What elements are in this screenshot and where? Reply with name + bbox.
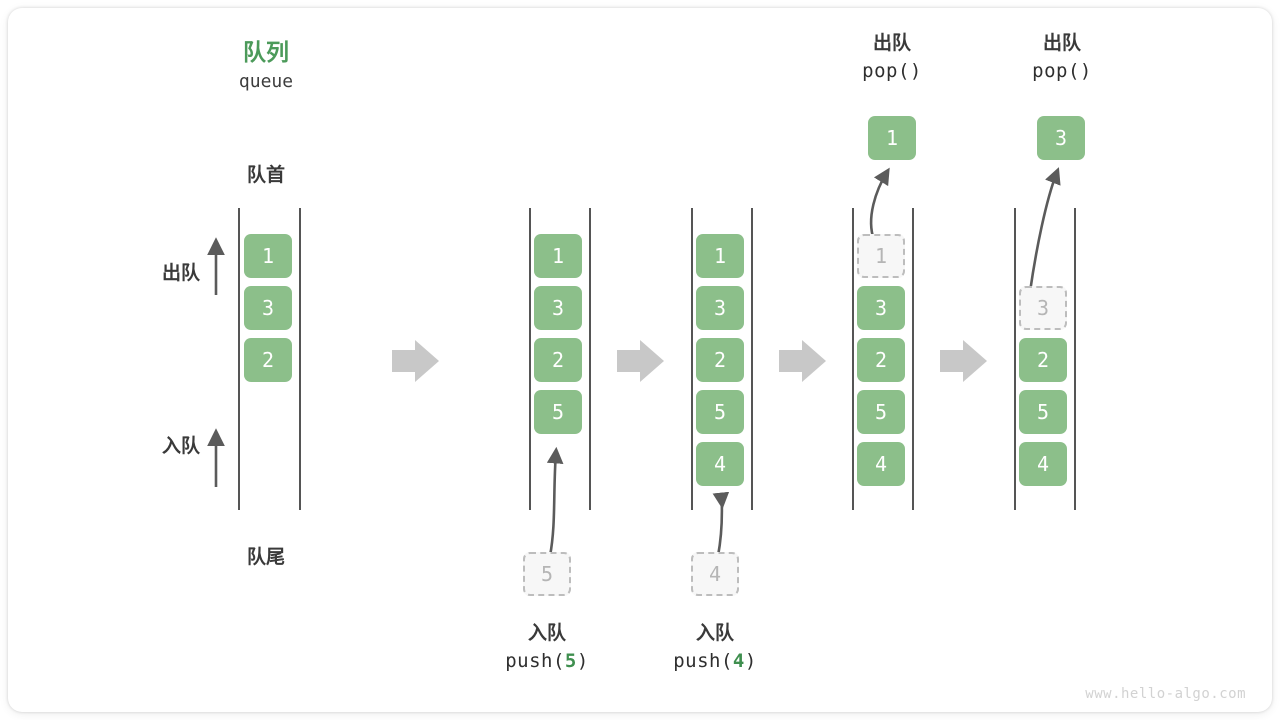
incoming-element: 5 xyxy=(523,552,571,596)
incoming-element: 4 xyxy=(691,552,739,596)
dequeue-side-label: 出队 xyxy=(161,262,200,284)
popped-element: 1 xyxy=(868,116,916,160)
queue-cell[interactable]: 3 xyxy=(857,286,905,330)
queue-cell[interactable]: 1 xyxy=(244,234,292,278)
operation-label-cn: 出队 xyxy=(872,32,911,54)
operation-label-pop-3: 出队 pop() xyxy=(972,30,1152,85)
queue-cell[interactable]: 2 xyxy=(1019,338,1067,382)
queue-cell[interactable]: 5 xyxy=(1019,390,1067,434)
queue-cell[interactable]: 4 xyxy=(857,442,905,486)
operation-label-push-5: 入队 push(5) xyxy=(457,620,637,675)
queue-cell[interactable]: 5 xyxy=(534,390,582,434)
queue-cell[interactable]: 3 xyxy=(696,286,744,330)
queue-cell-ghost: 1 xyxy=(857,234,905,278)
rail-left xyxy=(1014,208,1016,510)
popped-element: 3 xyxy=(1037,116,1085,160)
operation-label-cn: 出队 xyxy=(1042,32,1081,54)
queue-cell[interactable]: 4 xyxy=(1019,442,1067,486)
queue-cell[interactable]: 3 xyxy=(244,286,292,330)
code-suffix: ) xyxy=(909,59,922,82)
page-subtitle: queue xyxy=(238,71,294,92)
queue-cell[interactable]: 3 xyxy=(534,286,582,330)
push-4-motion-arrow xyxy=(712,491,730,557)
separator-arrow-1 xyxy=(392,340,439,382)
code-prefix: push( xyxy=(505,649,565,672)
queue-cell[interactable]: 1 xyxy=(696,234,744,278)
watermark: www.hello-algo.com xyxy=(1085,686,1246,702)
queue-cell[interactable]: 2 xyxy=(696,338,744,382)
code-value: 4 xyxy=(732,649,745,672)
queue-cell[interactable]: 5 xyxy=(857,390,905,434)
queue-cell[interactable]: 2 xyxy=(857,338,905,382)
operation-label-pop-1: 出队 pop() xyxy=(802,30,982,85)
queue-cell[interactable]: 2 xyxy=(534,338,582,382)
pop-3-motion-arrow xyxy=(1028,167,1061,293)
rear-label: 队尾 xyxy=(246,546,285,568)
front-label: 队首 xyxy=(246,164,285,186)
operation-label-code: push(5) xyxy=(457,648,637,676)
rail-right xyxy=(589,208,591,510)
rail-left xyxy=(852,208,854,510)
code-suffix: ) xyxy=(576,649,589,672)
rail-right xyxy=(751,208,753,510)
page-title: 队列 xyxy=(243,40,289,66)
separator-arrow-3 xyxy=(779,340,826,382)
code-prefix: pop( xyxy=(862,59,910,82)
queue-cell[interactable]: 2 xyxy=(244,338,292,382)
enqueue-side-label: 入队 xyxy=(161,435,200,457)
code-suffix: ) xyxy=(744,649,757,672)
rail-left xyxy=(238,208,240,510)
operation-label-cn: 入队 xyxy=(695,622,734,644)
operation-label-push-4: 入队 push(4) xyxy=(625,620,805,675)
rail-right xyxy=(299,208,301,510)
rail-right xyxy=(1074,208,1076,510)
operation-label-code: pop() xyxy=(802,58,982,86)
code-prefix: push( xyxy=(673,649,733,672)
rail-left xyxy=(529,208,531,510)
separator-arrow-4 xyxy=(940,340,987,382)
code-value: 5 xyxy=(564,649,577,672)
queue-cell[interactable]: 4 xyxy=(696,442,744,486)
code-prefix: pop( xyxy=(1032,59,1080,82)
operation-label-cn: 入队 xyxy=(527,622,566,644)
pop-1-motion-arrow xyxy=(869,167,890,241)
operation-label-code: pop() xyxy=(972,58,1152,86)
queue-cell[interactable]: 5 xyxy=(696,390,744,434)
rail-left xyxy=(691,208,693,510)
queue-cell-ghost: 3 xyxy=(1019,286,1067,330)
rail-right xyxy=(912,208,914,510)
code-suffix: ) xyxy=(1079,59,1092,82)
queue-cell[interactable]: 1 xyxy=(534,234,582,278)
operation-label-code: push(4) xyxy=(625,648,805,676)
separator-arrow-2 xyxy=(617,340,664,382)
push-5-motion-arrow xyxy=(546,446,564,557)
